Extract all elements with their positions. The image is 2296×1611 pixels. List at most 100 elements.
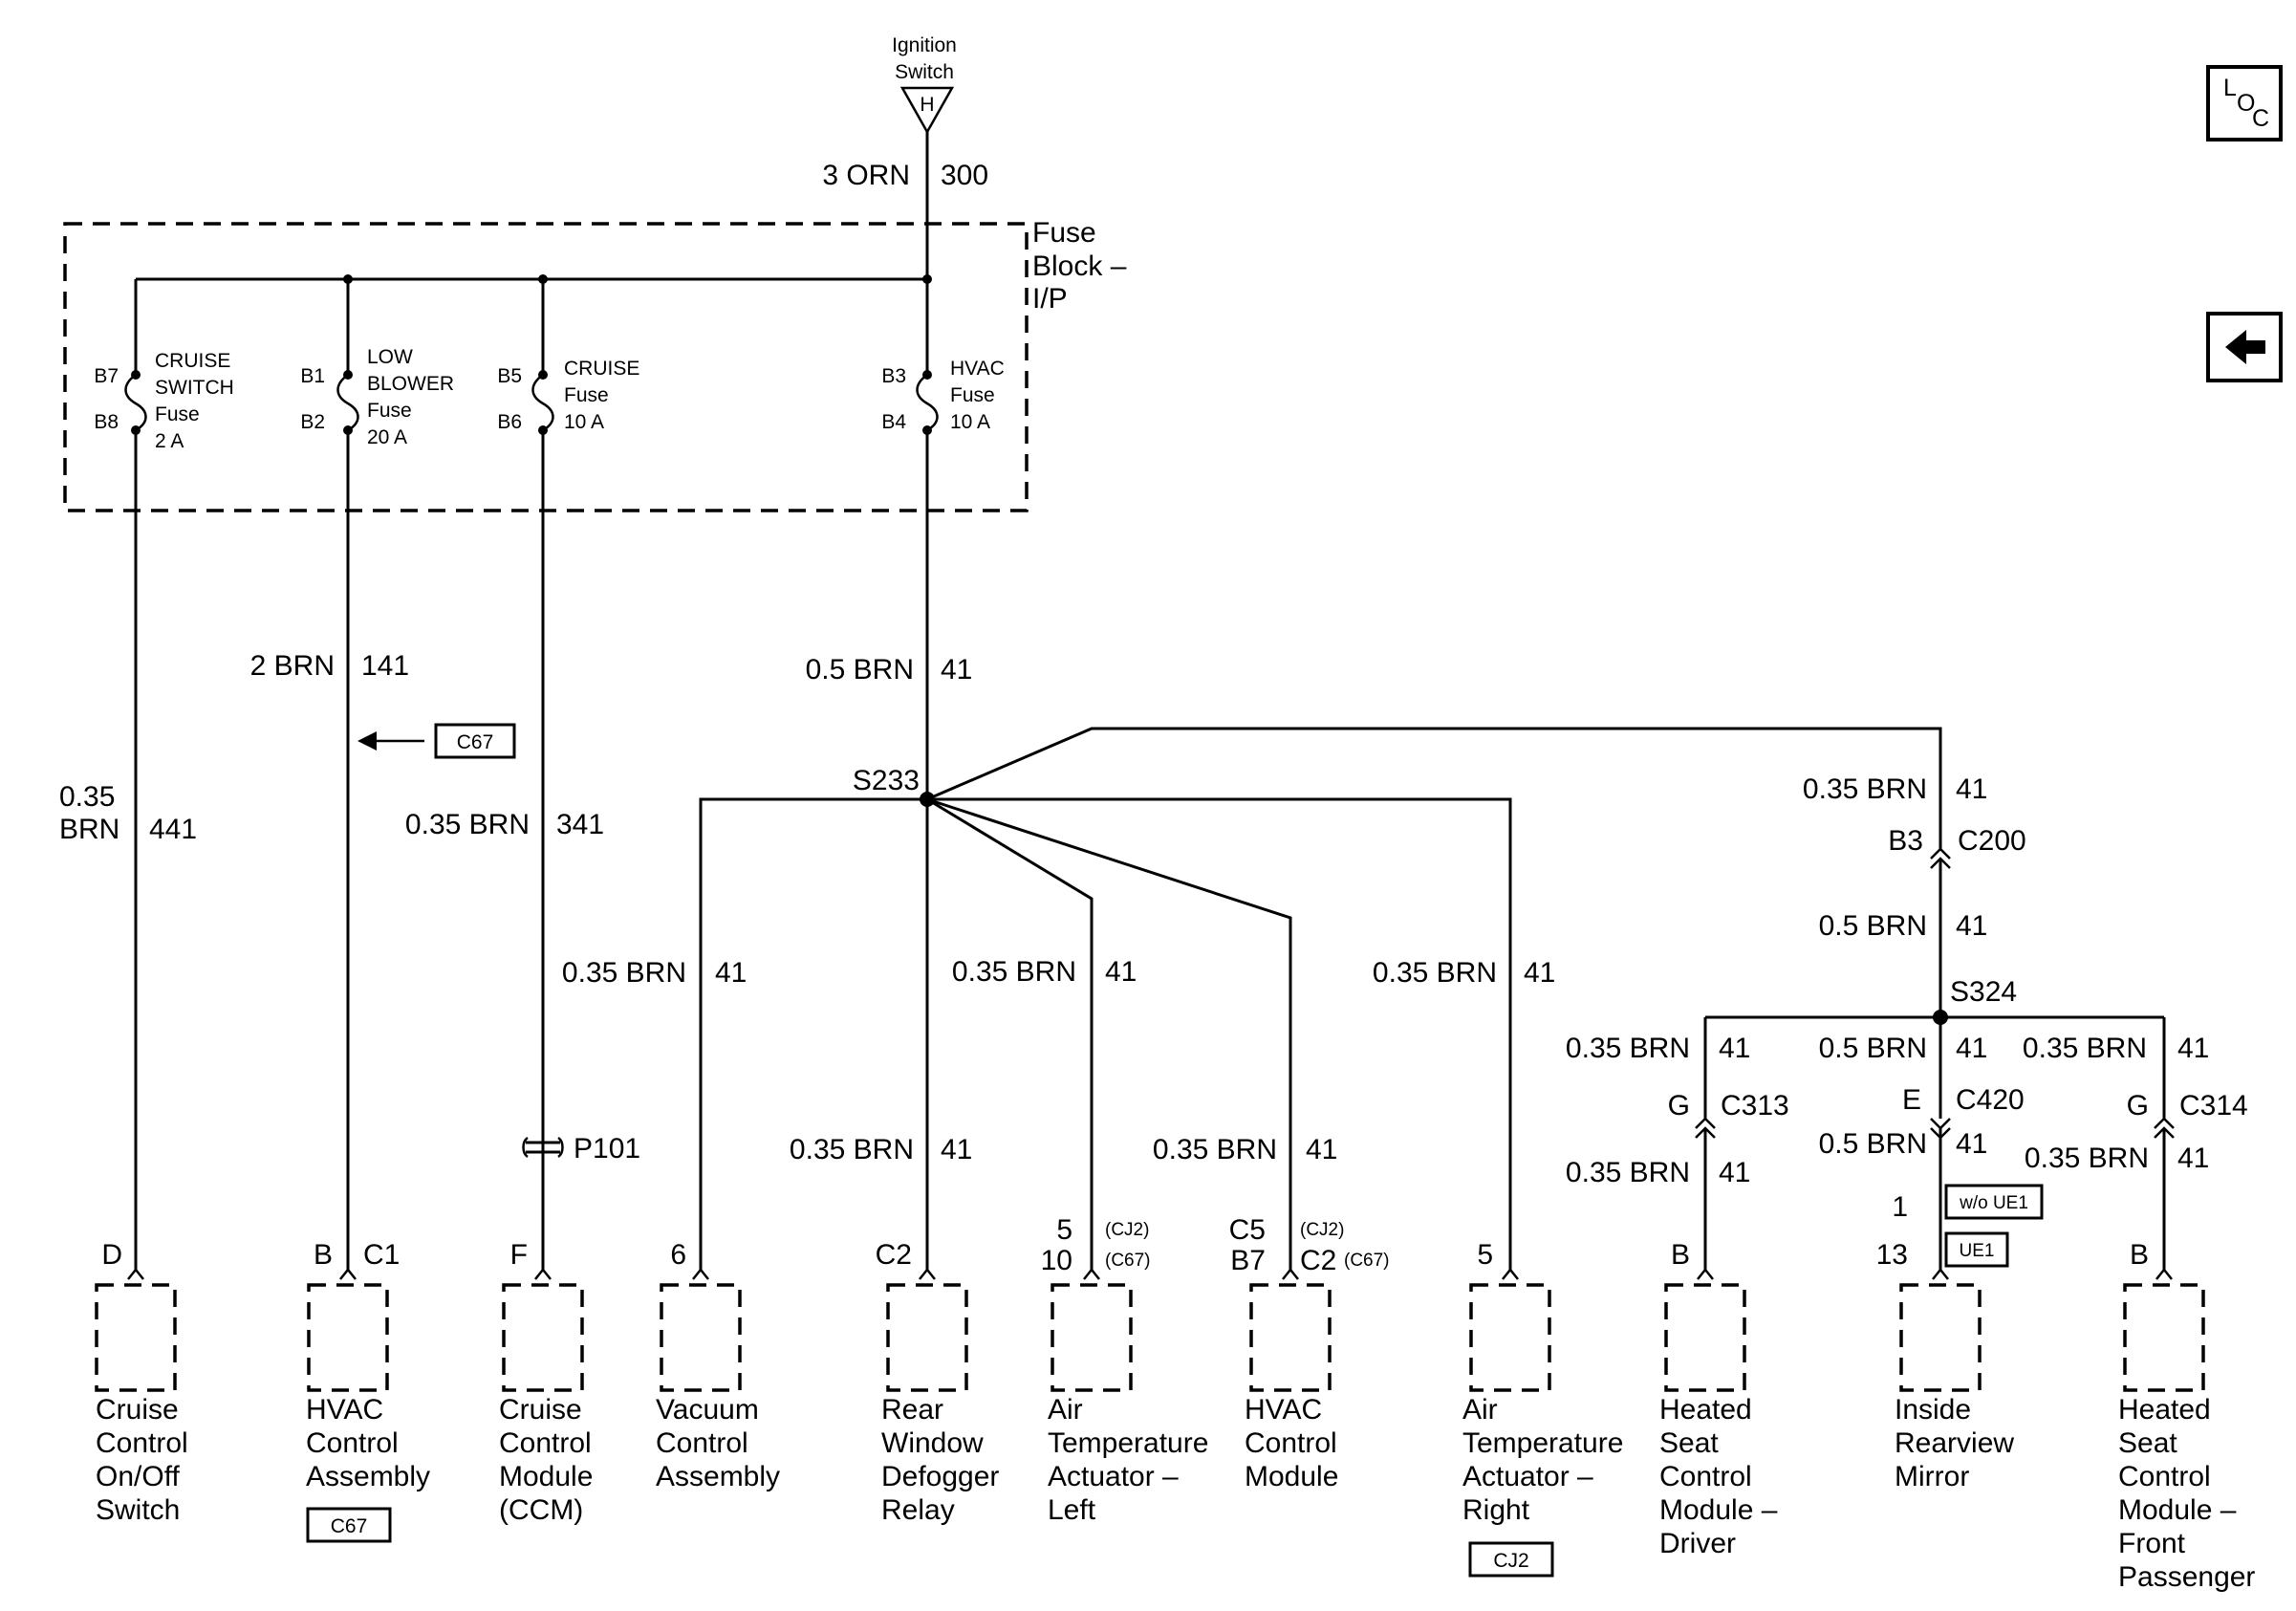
component-name-line: Control — [1659, 1461, 1752, 1492]
component-box-cruise-switch — [95, 1283, 177, 1392]
component-name-line: Passenger — [2118, 1561, 2255, 1593]
fuse-pin-in: B7 — [94, 365, 119, 387]
wire-drv-bot-gauge: 0.35 BRN — [1566, 1157, 1690, 1188]
fuse-low-blower: B1 B2 LOW BLOWER Fuse 20 A — [300, 279, 454, 448]
wire-41-ata-right — [927, 797, 1512, 1272]
fuse-hvac: B3 B4 HVAC Fuse 10 A — [881, 358, 1005, 435]
wire-300-gauge: 3 ORN — [822, 160, 910, 191]
location-button[interactable]: L O C — [2206, 65, 2283, 142]
fuse-pin-in: B1 — [300, 365, 325, 387]
ignition-terminal-label: H — [920, 94, 934, 116]
fuse-label: 20 A — [367, 426, 407, 448]
component-name-line: Air — [1048, 1394, 1083, 1426]
pin-hvac-mod-2a: B7 — [1230, 1245, 1266, 1276]
fuse-pin-out: B8 — [94, 411, 119, 433]
fuse-block-label-1: Fuse — [1032, 217, 1096, 249]
component-name-line: Cruise — [96, 1394, 179, 1426]
fuse-pin-in: B3 — [881, 365, 906, 387]
pin-ata-left-1-option: (CJ2) — [1105, 1220, 1149, 1240]
component-name-line: Right — [1462, 1494, 1530, 1526]
component-name-line: Heated — [1659, 1394, 1752, 1426]
pin-mirror-1: 1 — [1892, 1191, 1908, 1223]
pin-ata-left-2: 10 — [1041, 1245, 1072, 1276]
component-box-ata-right — [1469, 1283, 1551, 1392]
component-boxes — [95, 1283, 2205, 1392]
wire-pas-bot-circuit: 41 — [2177, 1143, 2209, 1174]
pin-ata-left-1: 5 — [1056, 1214, 1072, 1246]
wire-pas-bot-gauge: 0.35 BRN — [2025, 1143, 2149, 1174]
c314-pin: G — [2127, 1090, 2149, 1121]
fuse-label: Fuse — [155, 403, 200, 425]
fuse-label: Fuse — [367, 400, 412, 422]
p101-label: P101 — [574, 1133, 640, 1165]
fuse-block-label-2: Block – — [1032, 250, 1127, 282]
ignition-label-2: Switch — [895, 61, 954, 83]
component-name-line: Window — [881, 1427, 984, 1459]
wire-ata-left-gauge: 0.35 BRN — [952, 956, 1076, 988]
wire-hvac-module-gauge: 0.35 BRN — [1153, 1134, 1277, 1165]
component-name-line: Rearview — [1895, 1427, 2014, 1459]
c200-connector: B3 C200 — [1888, 825, 2026, 869]
pin-ata-left-2-option: (C67) — [1105, 1251, 1151, 1271]
component-name-line: Actuator – — [1462, 1461, 1593, 1492]
wire-141-circuit: 141 — [361, 650, 409, 682]
fuse-cruise: B5 B6 CRUISE Fuse 10 A — [497, 279, 639, 435]
fuse-cruise-switch: B7 B8 CRUISE SWITCH Fuse 2 A — [94, 279, 234, 452]
ignition-label-1: Ignition — [892, 34, 957, 56]
component-name-line: Driver — [1659, 1528, 1736, 1559]
splice-s324-label: S324 — [1950, 976, 2017, 1008]
pin-hvac-mod-1-option: (CJ2) — [1300, 1220, 1344, 1240]
component-name-line: Defogger — [881, 1461, 999, 1492]
wire-mir-top-circuit: 41 — [1956, 1033, 1987, 1064]
component-name-line: Vacuum — [656, 1394, 759, 1426]
wire-441-circuit: 441 — [149, 814, 197, 845]
component-box-defogger — [886, 1283, 968, 1392]
wire-c200-feed-gauge: 0.35 BRN — [1803, 773, 1927, 805]
terminal-symbols — [127, 1267, 2173, 1280]
wire-300-circuit: 300 — [941, 160, 988, 191]
wire-mir-bot-gauge: 0.5 BRN — [1819, 1128, 1927, 1160]
component-labels: CruiseControlOn/OffSwitchHVACControlAsse… — [96, 1394, 2255, 1593]
component-box-ata-left — [1051, 1283, 1133, 1392]
back-button[interactable] — [2206, 312, 2283, 382]
splice-s233-label: S233 — [853, 765, 920, 796]
fuse-pin-in: B5 — [497, 365, 522, 387]
c314-connector: G C314 — [2127, 1090, 2248, 1139]
fuse-label: 10 A — [950, 411, 990, 433]
wire-hvac-module-circuit: 41 — [1306, 1134, 1337, 1165]
pin-cruise-switch: D — [101, 1239, 122, 1271]
wire-mir-top-gauge: 0.5 BRN — [1819, 1033, 1927, 1064]
wire-41-main-circuit: 41 — [941, 654, 972, 686]
component-name-line: Module — [499, 1461, 593, 1492]
pin-vacuum: 6 — [670, 1239, 686, 1271]
wire-vacuum-circuit: 41 — [715, 957, 747, 989]
p101-connector: P101 — [522, 1133, 640, 1165]
pin-seat-driver: B — [1671, 1239, 1690, 1271]
component-name-line: HVAC — [306, 1394, 383, 1426]
c313-connector: G C313 — [1668, 1090, 1789, 1139]
fuse-label: CRUISE — [155, 350, 230, 372]
wire-c200-below-circuit: 41 — [1956, 910, 1987, 942]
component-name-line: Temperature — [1462, 1427, 1623, 1459]
component-name-line: Left — [1048, 1494, 1096, 1526]
component-box-ccm — [502, 1283, 584, 1392]
pin-hvac-mod-2b: C2 — [1300, 1245, 1336, 1276]
component-name-line: On/Off — [96, 1461, 180, 1492]
c67-option-box — [434, 723, 516, 759]
component-name-line: Inside — [1895, 1394, 1971, 1426]
fuse-label: BLOWER — [367, 373, 454, 395]
wire-341-gauge: 0.35 BRN — [405, 809, 530, 840]
wire-vacuum-gauge: 0.35 BRN — [562, 957, 686, 989]
c420-label: C420 — [1956, 1084, 2025, 1116]
component-name-line: Seat — [1659, 1427, 1719, 1459]
component-name-line: Cruise — [499, 1394, 582, 1426]
component-name-line: HVAC — [1245, 1394, 1322, 1426]
wo-ue1-option-label: w/o UE1 — [1959, 1193, 2028, 1213]
wire-mir-bot-circuit: 41 — [1956, 1128, 1987, 1160]
fuse-pin-out: B4 — [881, 411, 906, 433]
ue1-option-box — [1944, 1231, 2009, 1268]
component-name-line: Relay — [881, 1494, 955, 1526]
c313-pin: G — [1668, 1090, 1690, 1121]
pin-hvac-ctrl-a: B — [314, 1239, 333, 1271]
wire-41-to-c200 — [926, 727, 1942, 849]
